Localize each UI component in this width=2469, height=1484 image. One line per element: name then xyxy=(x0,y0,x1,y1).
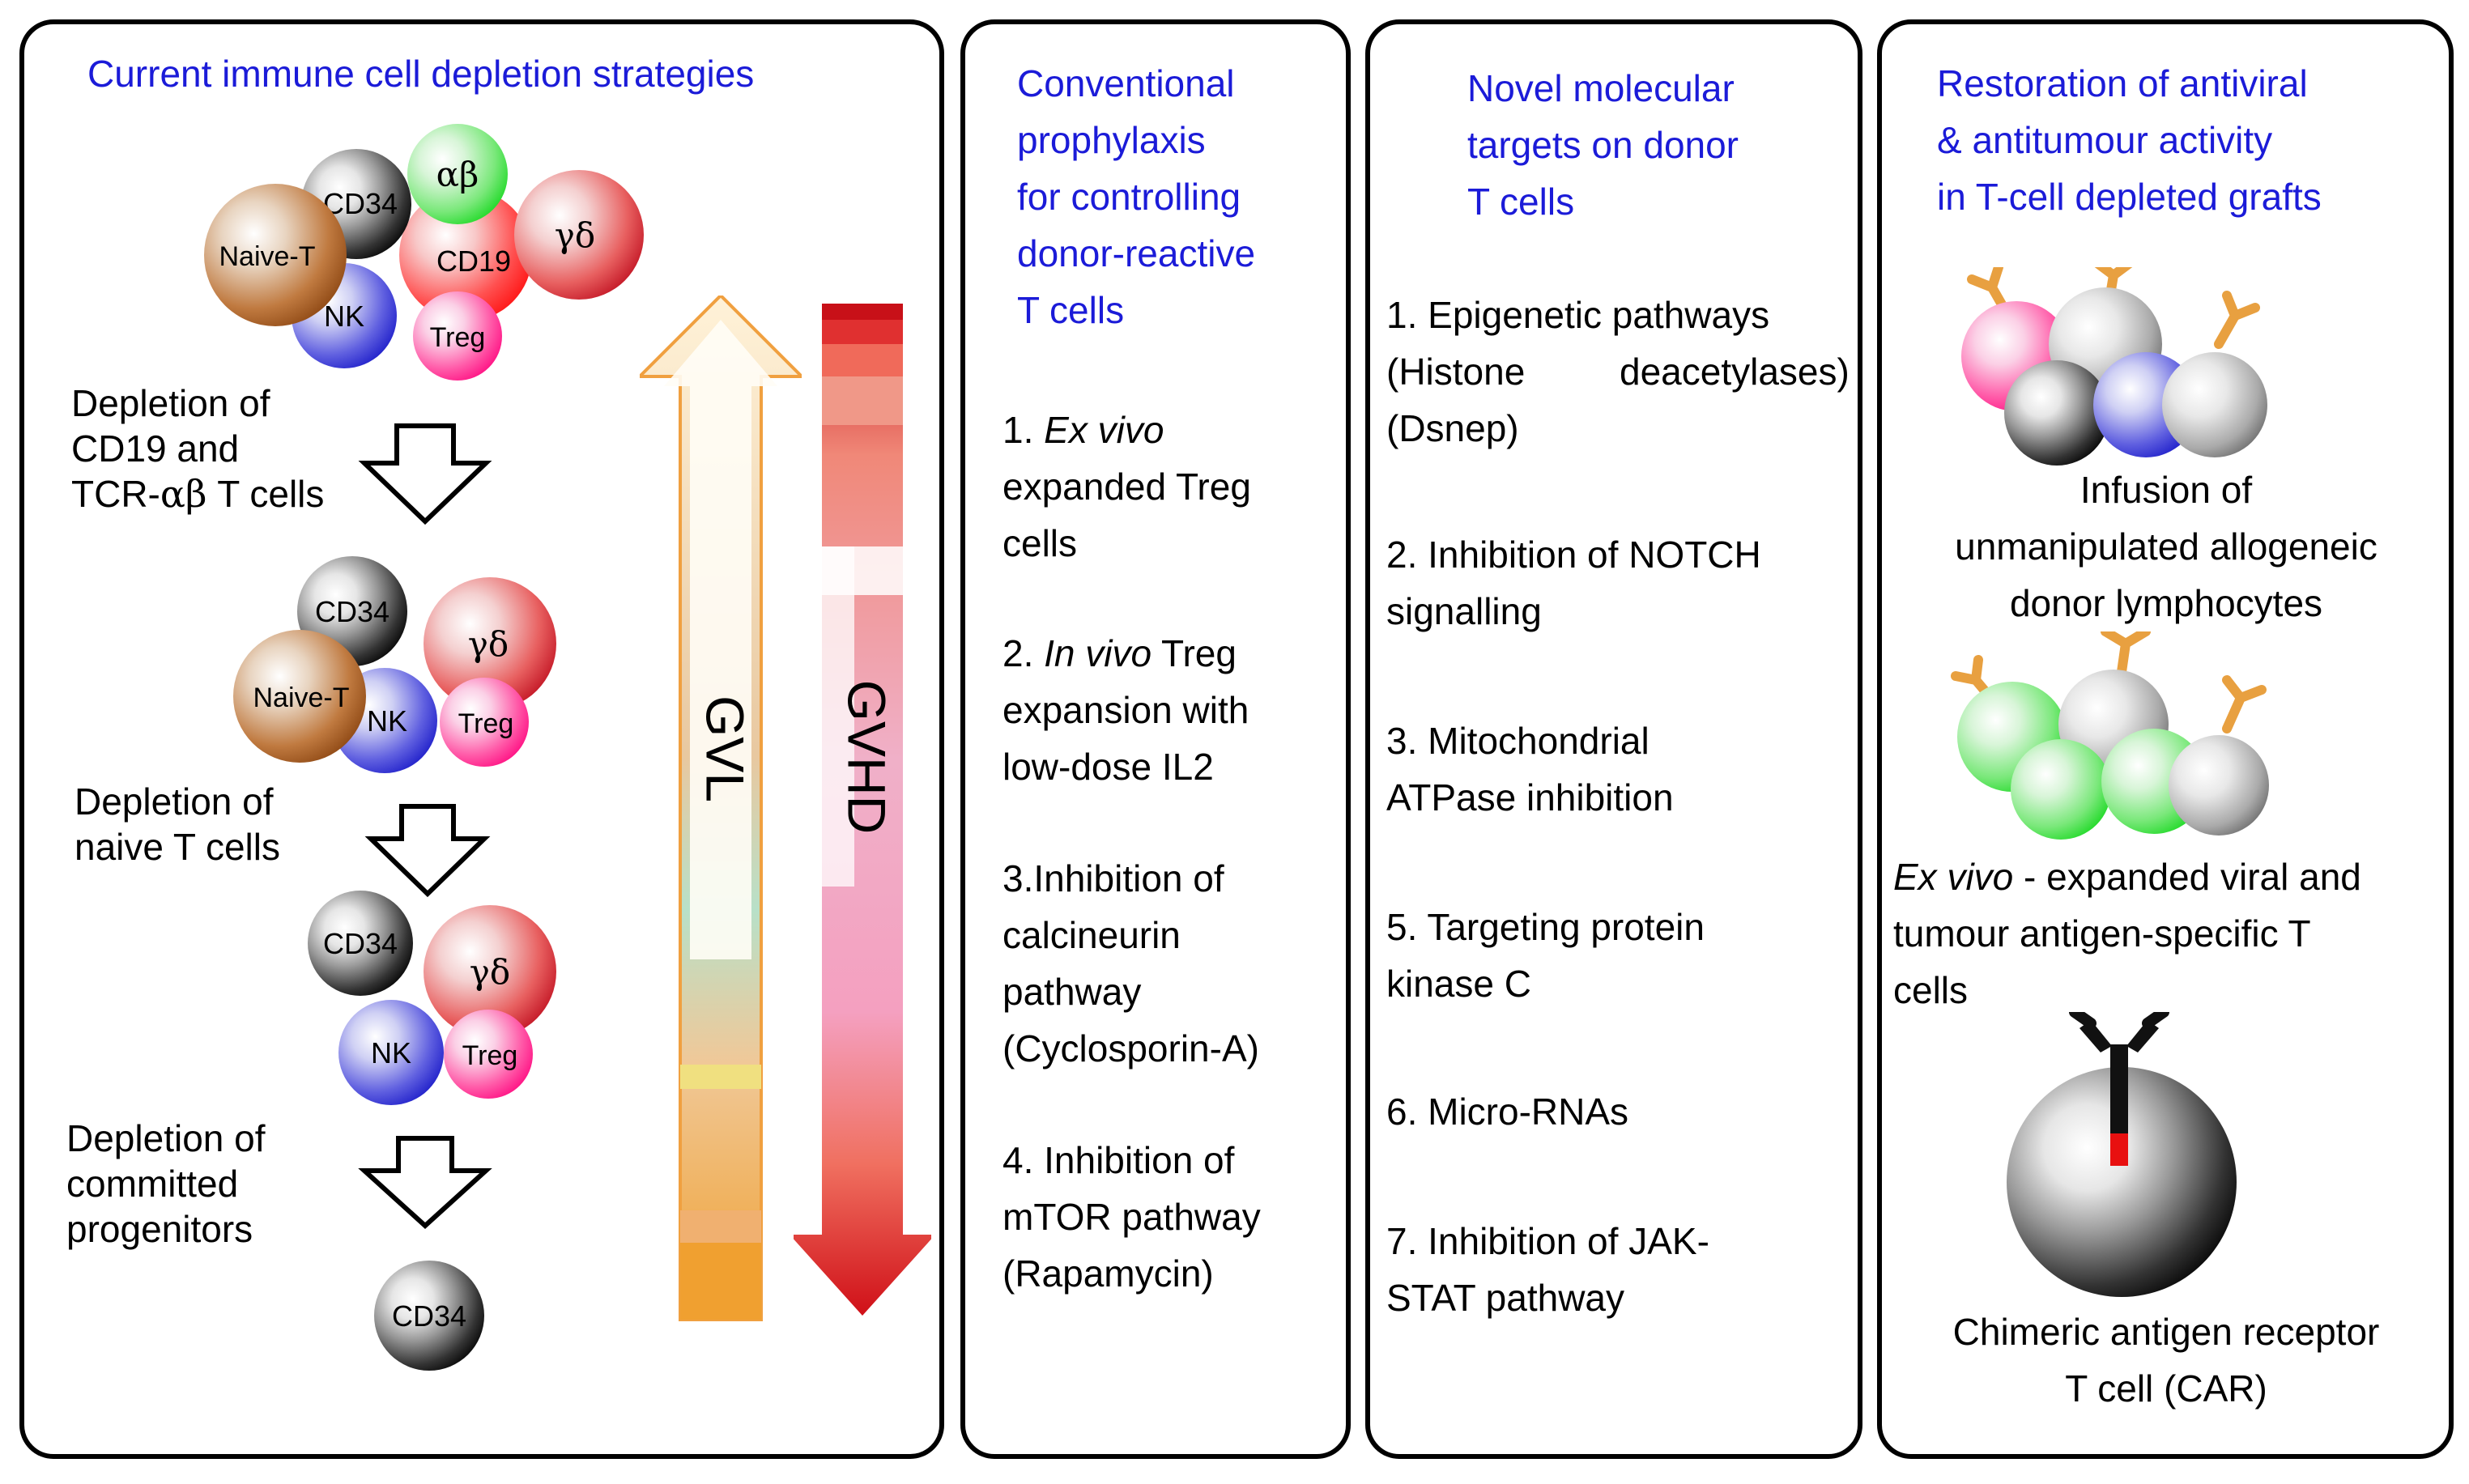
cd34-label: CD34 xyxy=(323,927,398,960)
nk-label: NK xyxy=(371,1036,411,1069)
grey-cell xyxy=(2169,735,2269,836)
antenna-icon xyxy=(1967,267,2260,349)
down-arrow-1 xyxy=(358,423,492,525)
step1-line3-pre: TCR- xyxy=(71,473,160,515)
step1-line2: CD19 and xyxy=(71,427,240,470)
panel3-item1-line3: (Dsnep) xyxy=(1386,407,1519,449)
gvl-arrow: GVL xyxy=(640,296,802,1321)
cell-cluster-after-cd19-ab: CD34 γδ NK Treg Naive-T xyxy=(233,556,556,773)
step3-line3: progenitors xyxy=(66,1208,253,1250)
step2-line2: naive T cells xyxy=(74,826,280,868)
gvhd-arrow: GVHD xyxy=(794,304,931,1316)
caption-ex-vivo: Ex vivo - expanded viral and tumour anti… xyxy=(1893,848,2361,1018)
step1-line1: Depletion of xyxy=(71,382,270,424)
cell-cluster-after-naive: CD34 γδ NK Treg xyxy=(308,891,556,1105)
panel3-item3: 3. Mitochondrial ATPase inhibition xyxy=(1386,720,1674,819)
panel2-title: Conventional prophylaxis for controlling… xyxy=(1017,62,1256,331)
step3-line2: committed xyxy=(66,1163,239,1205)
panel3-title: Novel molecular targets on donor T cells xyxy=(1467,67,1739,223)
grey-cell xyxy=(2162,352,2267,457)
panel3-item2: 2. Inhibition of NOTCH signalling xyxy=(1386,534,1761,632)
caption2-emphasis: Ex vivo xyxy=(1893,856,2014,898)
item2-emphasis: In vivo xyxy=(1044,632,1152,674)
gvl-label: GVL xyxy=(696,695,756,802)
gammadelta-cell: γδ xyxy=(514,170,644,300)
treg-cell: Treg xyxy=(413,291,502,381)
cd19-label: CD19 xyxy=(436,244,511,278)
nk-label: NK xyxy=(324,300,364,333)
panel1-title: Current immune cell depletion strategies xyxy=(87,53,755,95)
treg-cell: Treg xyxy=(444,1010,533,1099)
car-t-cell xyxy=(2007,1012,2237,1297)
gammadelta-cell: γδ xyxy=(424,577,556,710)
naive-t-cell: Naive-T xyxy=(204,184,347,326)
expanded-t-cell-cluster xyxy=(1951,631,2269,840)
treg-label: Treg xyxy=(430,322,486,353)
naive-t-label: Naive-T xyxy=(253,682,349,713)
gvhd-label: GVHD xyxy=(837,680,897,835)
gammadelta-label: γδ xyxy=(468,624,509,664)
step1-line3-post: T cells xyxy=(206,473,325,515)
panel4-title: Restoration of antiviral & antitumour ac… xyxy=(1937,62,2322,218)
nk-label: NK xyxy=(367,704,407,738)
cell-cluster-full: CD19 CD34 αβ γδ NK Treg Naive-T xyxy=(204,124,644,381)
panel3-item1-line1: 1. Epigenetic pathways xyxy=(1386,294,1770,336)
panel3-item7: 7. Inhibition of JAK- STAT pathway xyxy=(1386,1220,1709,1319)
naive-t-cell: Naive-T xyxy=(233,630,366,763)
step1-line3: TCR-αβ T cells xyxy=(71,471,324,517)
step1-line3-sym: αβ xyxy=(160,472,207,516)
down-arrow-3 xyxy=(358,1136,492,1230)
cd19-cell: CD19 xyxy=(399,189,532,321)
antenna-icon xyxy=(1951,631,2267,733)
gammadelta-label: γδ xyxy=(470,952,510,992)
item2-number: 2. xyxy=(1002,632,1045,674)
down-arrow-2 xyxy=(364,804,491,898)
item1-number: 1. xyxy=(1002,409,1045,451)
cd34-cell-final: CD34 xyxy=(374,1261,484,1371)
panel2-item2: 2. In vivo Treg expansion with low-dose … xyxy=(1002,625,1249,795)
panel3-item1-line2b: deacetylases) xyxy=(1620,351,1850,393)
naive-t-label: Naive-T xyxy=(219,241,315,272)
treg-label: Treg xyxy=(458,708,514,739)
panel3-item1-line2a: (Histone xyxy=(1386,351,1526,393)
item1-text: expanded Treg cells xyxy=(1002,466,1251,564)
caption-car: Chimeric antigen receptor T cell (CAR) xyxy=(1952,1311,2380,1410)
alphabeta-cell xyxy=(2011,739,2111,840)
car-receptor-icon xyxy=(2069,1012,2169,1166)
panel2-item4: 4. Inhibition of mTOR pathway (Rapamycin… xyxy=(1002,1139,1261,1295)
treg-label: Treg xyxy=(462,1040,518,1071)
caption2-text: - expanded viral and tumour antigen-spec… xyxy=(1893,856,2361,1011)
treg-cell: Treg xyxy=(440,678,529,767)
panel3-item5: 5. Targeting protein kinase C xyxy=(1386,906,1705,1005)
nk-cell: NK xyxy=(338,1000,444,1105)
panel3-item6: 6. Micro-RNAs xyxy=(1386,1091,1629,1133)
donor-lymphocyte-cluster xyxy=(1961,267,2267,466)
panel-novel-targets xyxy=(1365,19,1862,1459)
cd34-cell xyxy=(2004,360,2109,466)
cd34-label: CD34 xyxy=(392,1299,466,1333)
step3-line1: Depletion of xyxy=(66,1117,266,1159)
alphabeta-cell: αβ xyxy=(407,124,508,224)
alphabeta-label: αβ xyxy=(436,155,479,194)
panel-conventional-prophylaxis xyxy=(960,19,1351,1459)
caption-infusion: Infusion of unmanipulated allogeneic don… xyxy=(1955,469,2377,624)
panel2-item3: 3.Inhibition of calcineurin pathway (Cyc… xyxy=(1002,857,1259,1069)
cd34-label: CD34 xyxy=(323,187,398,220)
item1-emphasis: Ex vivo xyxy=(1044,409,1164,451)
cd34-cell: CD34 xyxy=(308,891,413,996)
cd34-label: CD34 xyxy=(315,595,390,628)
gammadelta-cell: γδ xyxy=(424,905,556,1038)
panel2-item1: 1. Ex vivo expanded Treg cells xyxy=(1002,402,1251,572)
step2-line1: Depletion of xyxy=(74,780,274,823)
gammadelta-label: γδ xyxy=(555,215,595,255)
item2-text: Treg expansion with low-dose IL2 xyxy=(1002,632,1249,788)
